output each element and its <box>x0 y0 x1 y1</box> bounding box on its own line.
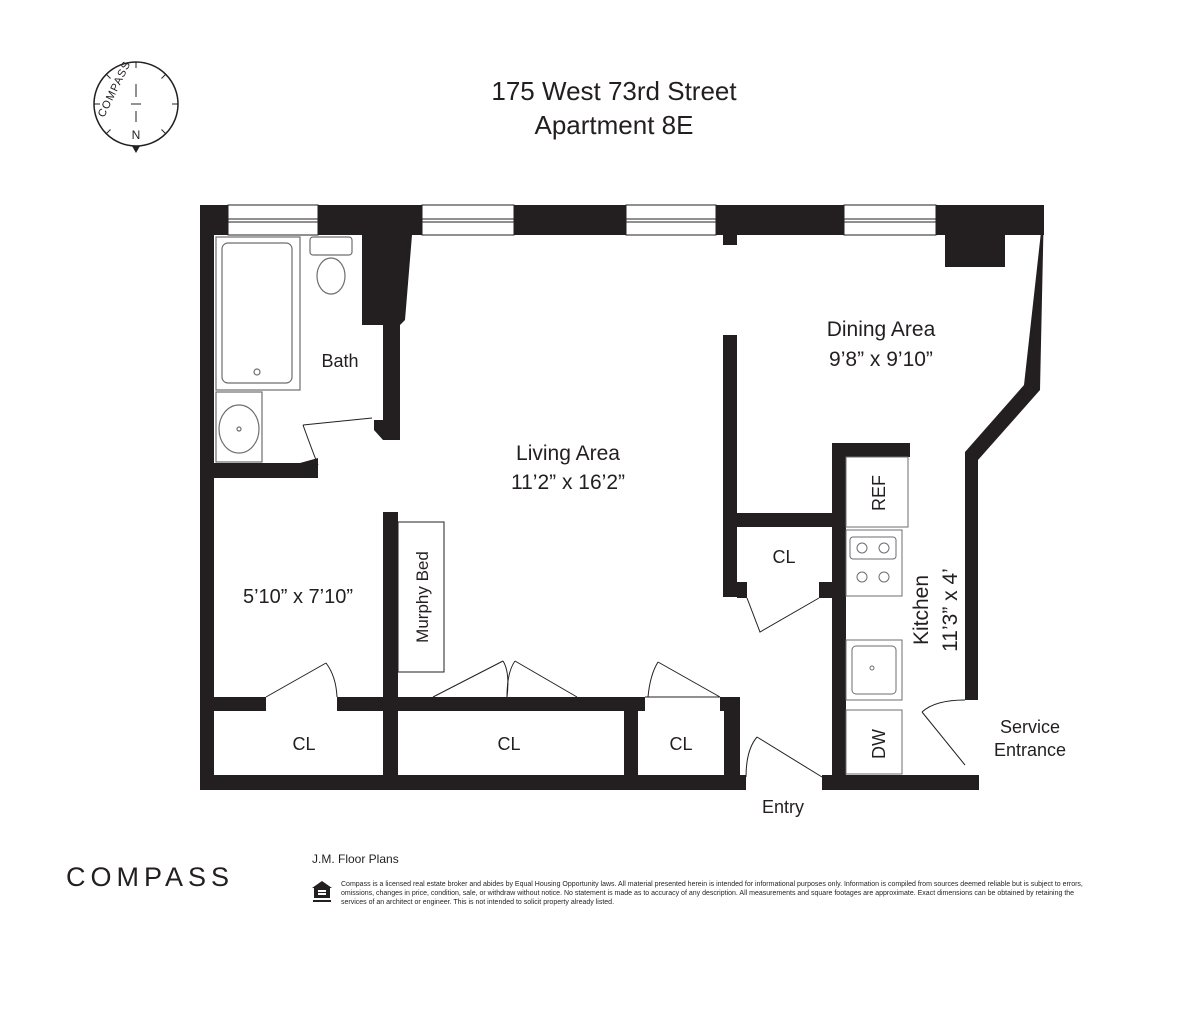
kitchen-sink-icon <box>845 639 903 701</box>
toilet-tank-icon <box>309 236 353 256</box>
compass-icon: N COMPASS <box>93 59 179 153</box>
dw-label: DW <box>869 729 889 759</box>
dining-area-dims: 9’8” x 9’10” <box>829 348 933 371</box>
sink-icon <box>218 404 260 454</box>
closet-label-2: CL <box>497 734 520 754</box>
address-title: 175 West 73rd Street <box>491 76 737 106</box>
murphy-bed-label: Murphy Bed <box>413 551 432 643</box>
entry-label: Entry <box>762 797 804 817</box>
closet-label-3: CL <box>669 734 692 754</box>
unit-title: Apartment 8E <box>534 110 694 140</box>
closet-label-4: CL <box>772 547 795 567</box>
service-entrance-label-1: Service <box>1000 717 1060 737</box>
doors <box>265 417 966 778</box>
equal-housing-icon <box>312 881 332 902</box>
stove-icon <box>845 529 903 597</box>
legal-disclaimer: Compass is a licensed real estate broker… <box>341 881 1083 906</box>
kitchen-dims: 11’3” x 4’ <box>939 568 962 652</box>
bath-fixtures <box>215 236 353 463</box>
walls <box>200 205 1044 790</box>
closet-label-1: CL <box>292 734 315 754</box>
living-area-dims: 11’2” x 16’2” <box>511 471 625 494</box>
bathtub-inner <box>221 242 293 384</box>
floor-plan-credit: J.M. Floor Plans <box>312 852 399 866</box>
fridge-icon <box>845 456 909 528</box>
compass-logo: COMPASS <box>66 862 235 892</box>
dishwasher-icon <box>845 709 903 775</box>
toilet-bowl-icon <box>316 257 346 295</box>
service-entrance-label-2: Entrance <box>994 740 1066 760</box>
murphy-bed-icon <box>397 521 445 673</box>
windows <box>227 204 937 236</box>
bath-label: Bath <box>321 351 358 371</box>
kitchen-label: Kitchen <box>910 575 933 645</box>
ref-label: REF <box>869 475 889 511</box>
compass-north-letter: N <box>132 128 141 142</box>
bathtub-icon <box>215 236 301 391</box>
dining-area-label: Dining Area <box>827 318 936 341</box>
living-area-label: Living Area <box>516 442 620 465</box>
kitchen-fixtures <box>845 456 909 775</box>
vanity-icon <box>215 391 263 463</box>
bedroom-dims: 5’10” x 7’10” <box>243 586 353 608</box>
